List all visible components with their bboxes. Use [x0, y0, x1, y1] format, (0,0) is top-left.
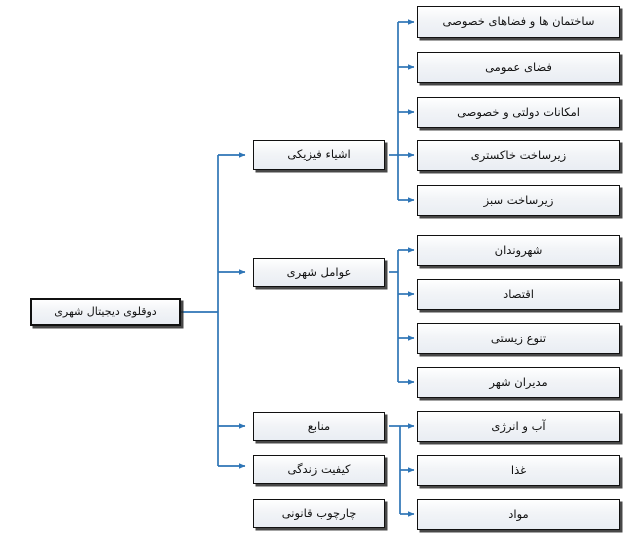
node-root-label: دوقلوی دیجیتال شهری: [54, 304, 157, 318]
node-biodiversity[interactable]: تنوع زیستی: [417, 323, 620, 354]
node-public-space[interactable]: فضای عمومی: [417, 52, 620, 83]
node-buildings-private-spaces[interactable]: ساختمان ها و فضاهای خصوصی: [417, 6, 620, 38]
node-quality-of-life[interactable]: کیفیت زندگی: [253, 455, 385, 484]
node-public-space-label: فضای عمومی: [485, 59, 552, 74]
root-to-level2-connectors: [181, 152, 246, 469]
node-buildings-private-spaces-label: ساختمان ها و فضاهای خصوصی: [442, 14, 595, 29]
node-quality-of-life-label: کیفیت زندگی: [287, 461, 351, 476]
node-materials-label: مواد: [508, 506, 529, 521]
resources-connectors: [389, 423, 415, 517]
urban-actors-connectors: [389, 247, 415, 385]
node-legal-framework-label: چارچوب قانونی: [281, 505, 357, 520]
node-food-label: غذا: [510, 462, 527, 477]
node-public-private-facilities[interactable]: امکانات دولتی و خصوصی: [417, 97, 620, 128]
node-citizens-label: شهروندان: [494, 242, 543, 257]
node-resources-label: منابع: [307, 418, 331, 433]
node-physical-objects-label: اشیاء فیزیکی: [287, 147, 351, 162]
node-citizens[interactable]: شهروندان: [417, 235, 620, 266]
node-urban-actors-label: عوامل شهری: [286, 264, 352, 279]
node-urban-actors[interactable]: عوامل شهری: [253, 258, 385, 287]
node-water-energy-label: آب و انرژی: [491, 418, 546, 433]
node-economy[interactable]: اقتصاد: [417, 279, 620, 310]
node-water-energy[interactable]: آب و انرژی: [417, 411, 620, 442]
node-legal-framework[interactable]: چارچوب قانونی: [253, 499, 385, 528]
node-grey-infrastructure[interactable]: زیرساخت خاکستری: [417, 140, 620, 171]
node-resources[interactable]: منابع: [253, 412, 385, 441]
node-green-infrastructure-label: زیرساخت سبز: [483, 192, 554, 207]
physical-objects-connectors: [389, 19, 415, 203]
node-physical-objects[interactable]: اشیاء فیزیکی: [253, 140, 385, 170]
node-green-infrastructure[interactable]: زیرساخت سبز: [417, 185, 620, 216]
node-biodiversity-label: تنوع زیستی: [490, 330, 547, 345]
node-city-managers-label: مدیران شهر: [489, 374, 548, 389]
node-economy-label: اقتصاد: [503, 286, 534, 301]
node-materials[interactable]: مواد: [417, 499, 620, 530]
node-city-managers[interactable]: مدیران شهر: [417, 367, 620, 398]
node-root[interactable]: دوقلوی دیجیتال شهری: [30, 298, 181, 326]
node-public-private-facilities-label: امکانات دولتی و خصوصی: [457, 104, 580, 119]
node-food[interactable]: غذا: [417, 455, 620, 486]
node-grey-infrastructure-label: زیرساخت خاکستری: [470, 147, 567, 162]
